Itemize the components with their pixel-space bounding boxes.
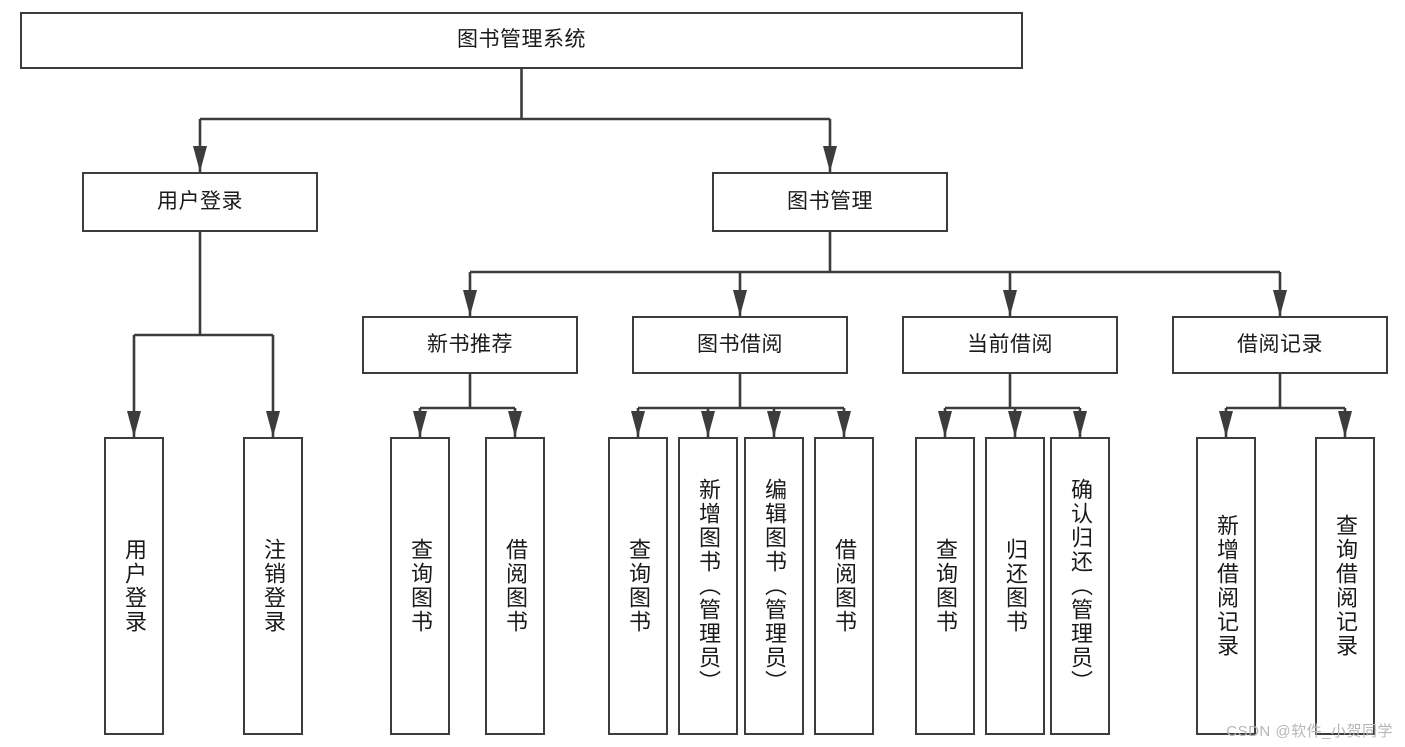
arrowhead — [1273, 290, 1287, 316]
arrowhead — [631, 411, 645, 437]
node-book_mgmt[interactable]: 图书管理 — [712, 172, 948, 232]
arrowhead — [1338, 411, 1352, 437]
node-label: 借阅记录 — [1237, 332, 1323, 356]
arrowhead — [1073, 411, 1087, 437]
node-root[interactable]: 图书管理系统 — [20, 12, 1023, 69]
node-leaf_add_rec[interactable]: 新增借阅记录 — [1196, 437, 1256, 735]
arrowhead — [733, 290, 747, 316]
node-label: 用户登录 — [121, 538, 147, 634]
node-leaf_edit_book[interactable]: 编辑图书（管理员） — [744, 437, 804, 735]
arrowhead — [266, 411, 280, 437]
node-borrow[interactable]: 图书借阅 — [632, 316, 848, 374]
arrowhead — [701, 411, 715, 437]
arrowhead — [127, 411, 141, 437]
arrowhead — [1219, 411, 1233, 437]
node-leaf_logout[interactable]: 注销登录 — [243, 437, 303, 735]
arrowhead — [1008, 411, 1022, 437]
node-label: 借阅图书 — [502, 538, 528, 634]
node-label: 查询图书 — [932, 538, 958, 634]
node-label: 确认归还（管理员） — [1067, 478, 1093, 694]
node-label: 查询借阅记录 — [1332, 514, 1358, 658]
node-label: 图书管理系统 — [457, 28, 586, 52]
node-label: 用户登录 — [157, 189, 243, 213]
node-leaf_query_1[interactable]: 查询图书 — [390, 437, 450, 735]
node-leaf_query_rec[interactable]: 查询借阅记录 — [1315, 437, 1375, 735]
arrowhead — [837, 411, 851, 437]
node-label: 注销登录 — [260, 538, 286, 634]
node-leaf_query_3[interactable]: 查询图书 — [915, 437, 975, 735]
node-leaf_return[interactable]: 归还图书 — [985, 437, 1045, 735]
node-label: 图书借阅 — [697, 332, 783, 356]
arrowhead — [823, 146, 837, 172]
node-label: 归还图书 — [1002, 538, 1028, 634]
node-label: 新书推荐 — [427, 332, 513, 356]
node-label: 新增图书（管理员） — [695, 478, 721, 694]
arrowhead — [508, 411, 522, 437]
node-leaf_borrow_1[interactable]: 借阅图书 — [485, 437, 545, 735]
arrowhead — [193, 146, 207, 172]
arrowhead — [463, 290, 477, 316]
node-label: 当前借阅 — [967, 332, 1053, 356]
arrowhead — [413, 411, 427, 437]
node-leaf_login[interactable]: 用户登录 — [104, 437, 164, 735]
node-leaf_add_book[interactable]: 新增图书（管理员） — [678, 437, 738, 735]
node-leaf_borrow_2[interactable]: 借阅图书 — [814, 437, 874, 735]
node-label: 查询图书 — [625, 538, 651, 634]
node-user_login[interactable]: 用户登录 — [82, 172, 318, 232]
arrowhead — [1003, 290, 1017, 316]
node-records[interactable]: 借阅记录 — [1172, 316, 1388, 374]
arrowhead — [767, 411, 781, 437]
node-current[interactable]: 当前借阅 — [902, 316, 1118, 374]
node-leaf_confirm[interactable]: 确认归还（管理员） — [1050, 437, 1110, 735]
node-label: 图书管理 — [787, 189, 873, 213]
node-label: 新增借阅记录 — [1213, 514, 1239, 658]
node-new_rec[interactable]: 新书推荐 — [362, 316, 578, 374]
node-leaf_query_2[interactable]: 查询图书 — [608, 437, 668, 735]
node-label: 查询图书 — [407, 538, 433, 634]
node-label: 编辑图书（管理员） — [761, 478, 787, 694]
arrowhead — [938, 411, 952, 437]
node-label: 借阅图书 — [831, 538, 857, 634]
watermark: CSDN @软件_小贺同学 — [1226, 723, 1393, 740]
